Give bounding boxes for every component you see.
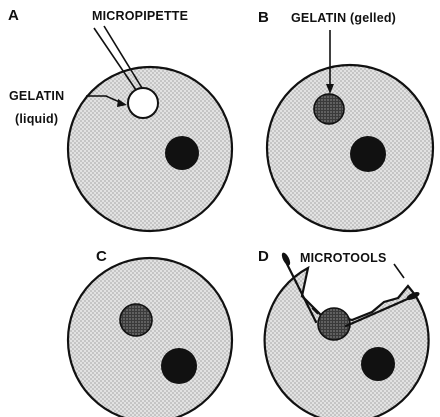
gelatin-liquid-sublabel: (liquid) bbox=[15, 112, 58, 126]
gelatin-gelled-label: GELATIN (gelled) bbox=[291, 11, 396, 25]
panel-b: B GELATIN (gelled) bbox=[258, 9, 433, 231]
cell-d-opened bbox=[265, 268, 429, 417]
nucleus-b bbox=[350, 136, 386, 172]
gelled-gelatin-mass-d bbox=[318, 308, 350, 340]
nucleus-d bbox=[361, 347, 395, 381]
panel-d-letter: D bbox=[258, 248, 269, 265]
cell-c bbox=[68, 258, 232, 417]
nucleus-c bbox=[161, 348, 197, 384]
panel-c: C bbox=[68, 248, 232, 417]
microtools-label: MICROTOOLS bbox=[300, 251, 387, 265]
microtools-leader bbox=[394, 264, 404, 278]
liquid-gelatin-droplet bbox=[128, 88, 158, 118]
panel-c-letter: C bbox=[96, 248, 107, 265]
gelled-gelatin-mass bbox=[314, 94, 344, 124]
gelatin-liquid-label: GELATIN bbox=[9, 89, 64, 103]
nucleus-a bbox=[165, 136, 199, 170]
cell-b bbox=[267, 65, 433, 231]
panel-a-letter: A bbox=[8, 7, 19, 24]
panel-b-letter: B bbox=[258, 9, 269, 26]
gelled-gelatin-mass-c bbox=[120, 304, 152, 336]
panel-d: D MICROTOOLS bbox=[258, 248, 429, 417]
panel-a: A MICROPIPETTE GELATIN (liquid) bbox=[8, 7, 232, 231]
micropipette-label: MICROPIPETTE bbox=[92, 9, 188, 23]
